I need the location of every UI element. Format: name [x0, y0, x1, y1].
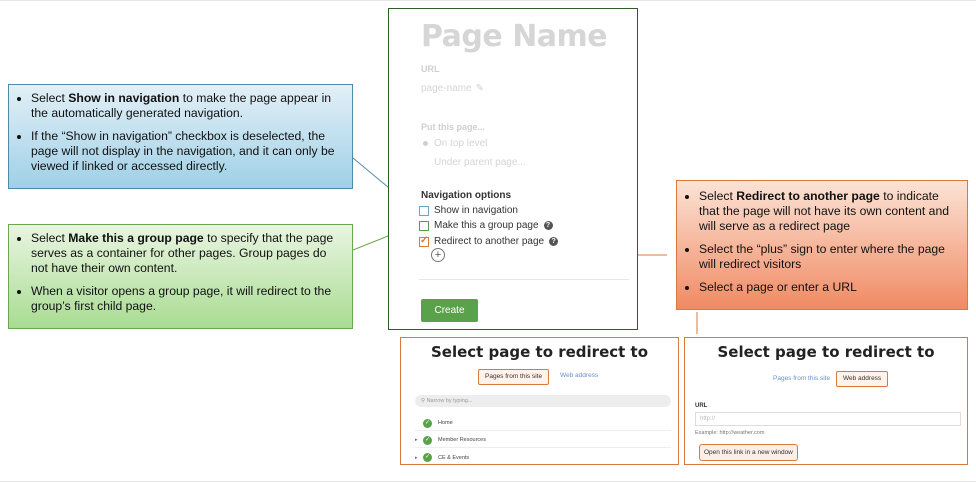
tab-web-address[interactable]: Web address: [560, 372, 599, 379]
group-page-callout: Select Make this a group page to specify…: [8, 224, 353, 329]
redirect-dialog-web: Select page to redirect to Pages from th…: [684, 337, 968, 465]
dialog-title: Select page to redirect to: [430, 343, 649, 361]
check-icon: ✓: [423, 435, 432, 445]
expand-triangle-icon[interactable]: ▸: [415, 437, 418, 443]
create-button[interactable]: Create: [421, 299, 478, 322]
pencil-icon[interactable]: ✎: [475, 83, 484, 94]
url-input[interactable]: http://: [695, 412, 961, 426]
group-page-checkbox[interactable]: [419, 220, 429, 231]
callout-bullet: Select Redirect to another page to indic…: [699, 189, 959, 234]
search-input[interactable]: ⚲ Narrow by typing...: [415, 395, 671, 407]
tab-web-address[interactable]: Web address: [836, 371, 889, 387]
callout-bullet: Select Make this a group page to specify…: [31, 231, 344, 276]
radio-icon: [423, 140, 428, 146]
callout-bullet: Select the “plus” sign to enter where th…: [699, 242, 959, 272]
help-icon[interactable]: ?: [543, 221, 553, 230]
option-top-level[interactable]: On top level: [423, 138, 487, 149]
search-icon: ⚲: [421, 398, 427, 404]
check-icon: ✓: [423, 453, 432, 462]
show-in-navigation-checkbox[interactable]: [419, 205, 429, 216]
navigation-options-heading: Navigation options: [421, 190, 511, 201]
list-item[interactable]: ✓ Home: [415, 416, 671, 431]
show-in-navigation-callout: Select Show in navigation to make the pa…: [8, 84, 353, 189]
put-this-page-label: Put this page...: [421, 122, 486, 132]
redirect-option[interactable]: Redirect to another page ?: [419, 235, 559, 247]
page-name-input[interactable]: Page Name: [421, 19, 608, 54]
url-label: URL: [421, 64, 440, 74]
group-page-option[interactable]: Make this a group page ?: [419, 220, 553, 231]
callout-bullet: Select Show in navigation to make the pa…: [31, 91, 344, 121]
callout-bullet: When a visitor opens a group page, it wi…: [31, 284, 344, 314]
open-in-new-window-option[interactable]: Open this link in a new window: [699, 444, 798, 461]
show-in-navigation-option[interactable]: Show in navigation: [419, 205, 518, 216]
option-under-parent[interactable]: Under parent page...: [434, 157, 526, 168]
list-item[interactable]: ▸ ✓ CE & Events: [415, 453, 470, 462]
expand-triangle-icon[interactable]: ▸: [415, 454, 418, 461]
new-page-form: Page Name URL page-name✎ Put this page..…: [388, 8, 638, 330]
url-example: Example: http://weather.com: [695, 430, 765, 436]
url-field[interactable]: page-name✎: [421, 83, 484, 94]
redirect-dialog-pages: Select page to redirect to Pages from th…: [400, 337, 679, 465]
redirect-callout: Select Redirect to another page to indic…: [676, 180, 968, 310]
redirect-checkbox[interactable]: [419, 235, 429, 247]
callout-bullet: If the “Show in navigation” checkbox is …: [31, 129, 344, 174]
dialog-title: Select page to redirect to: [717, 343, 935, 361]
callout-bullet: Select a page or enter a URL: [699, 280, 959, 295]
help-icon[interactable]: ?: [549, 237, 559, 246]
url-value: page-name: [421, 83, 472, 94]
divider: [419, 279, 629, 280]
tab-pages-from-site[interactable]: Pages from this site: [478, 369, 550, 385]
check-icon: ✓: [423, 418, 432, 428]
url-label: URL: [695, 403, 708, 409]
add-redirect-plus-button[interactable]: +: [431, 248, 445, 262]
tab-pages-from-site[interactable]: Pages from this site: [773, 375, 831, 382]
list-item[interactable]: ▸ ✓ Member Resources: [415, 433, 671, 448]
